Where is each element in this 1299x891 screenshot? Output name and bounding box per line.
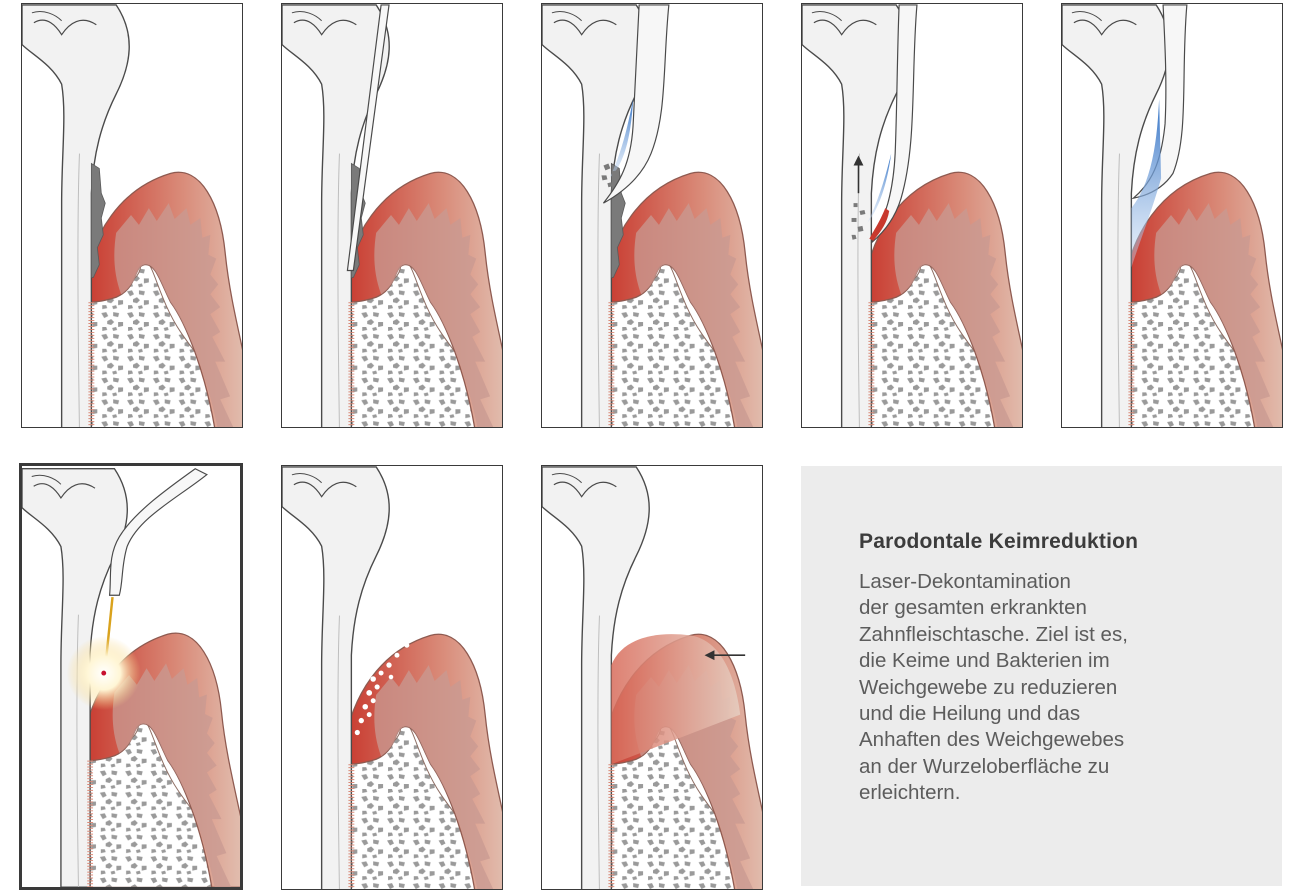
info-description: Laser-Dekontamination der gesamten erkra… [859,569,1249,807]
tooth-removal-illustration [802,4,1022,427]
tooth-healed-illustration [542,466,762,889]
tooth-clean-root-illustration [1062,4,1282,427]
info-line: erleichtern. [859,780,1249,806]
diagram-panel-7 [281,465,503,890]
diagram-panel-2 [281,3,503,428]
info-line: Zahnfleischtasche. Ziel ist es, [859,622,1249,648]
diagram-panel-3 [541,3,763,428]
info-line: Laser-Dekontamination [859,569,1249,595]
info-line: der gesamten erkrankten [859,595,1249,621]
tooth-calculus-illustration [22,4,242,427]
diagram-panel-5 [1061,3,1283,428]
tooth-decontaminated-illustration [282,466,502,889]
info-box: Parodontale Keimreduktion Laser-Dekontam… [801,466,1282,886]
tooth-probe-illustration [282,4,502,427]
info-line: an der Wurzeloberfläche zu [859,754,1249,780]
info-title: Parodontale Keimreduktion [859,530,1138,554]
laser-spot [101,671,106,676]
diagram-panel-4 [801,3,1023,428]
diagram-panel-1 [21,3,243,428]
info-line: Anhaften des Weichgewebes [859,727,1249,753]
diagram-panel-8 [541,465,763,890]
tooth-scaling-illustration [542,4,762,427]
info-line: und die Heilung und das [859,701,1249,727]
diagram-panel-6 [19,463,243,890]
tooth-laser-illustration [22,466,240,887]
info-line: Weichgewebe zu reduzieren [859,675,1249,701]
info-line: die Keime und Bakterien im [859,648,1249,674]
